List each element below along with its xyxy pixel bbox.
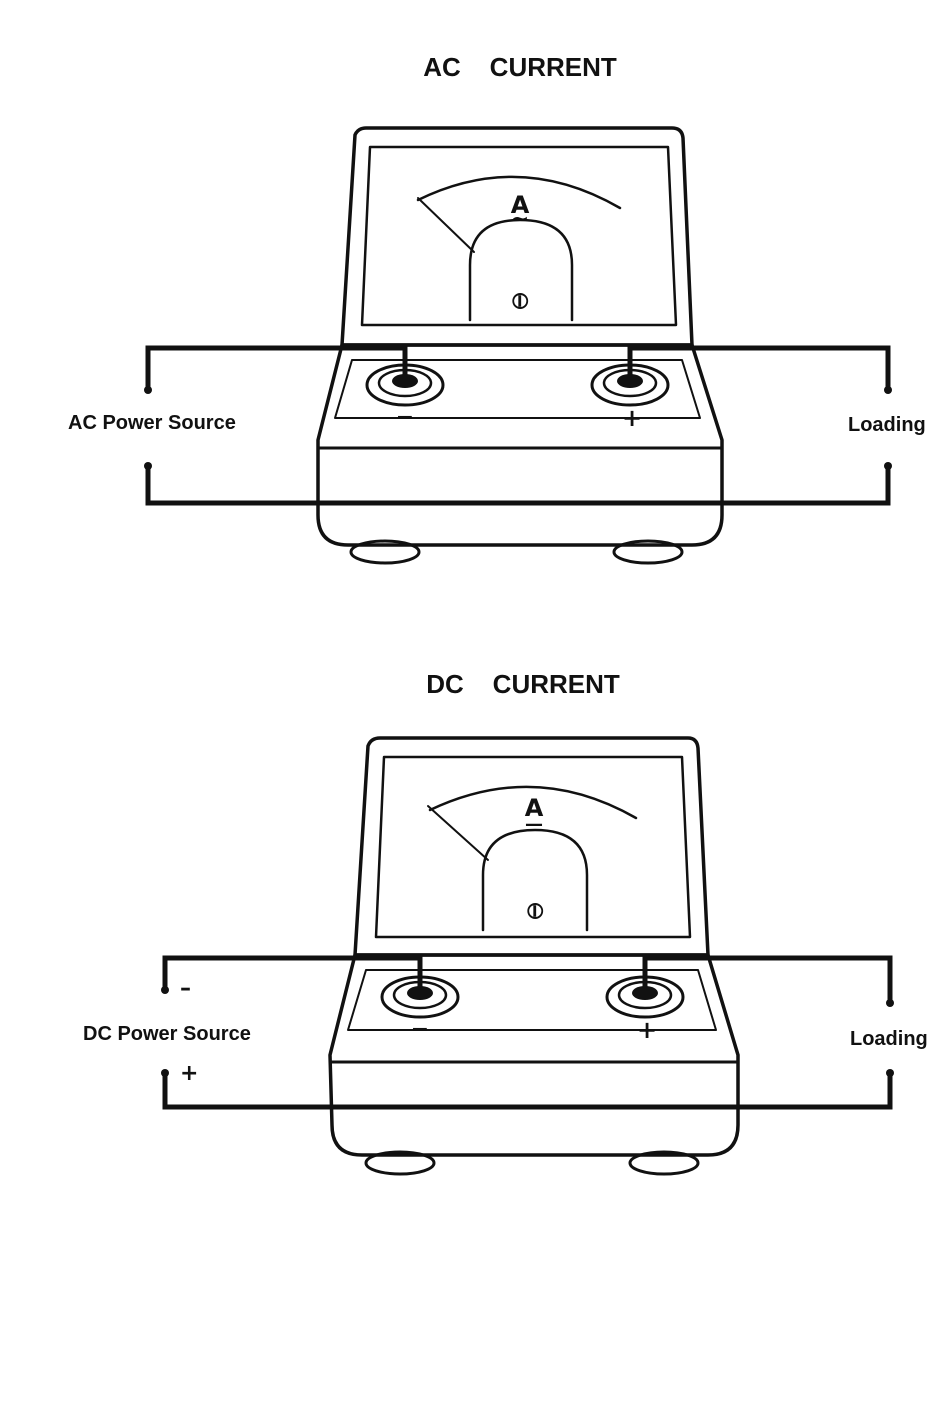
dc-wire-source-top [165, 958, 420, 992]
dc-title: DC CURRENT [426, 669, 620, 699]
dc-source-plus-label: + [180, 1061, 198, 1086]
dc-wire-return [165, 1073, 890, 1107]
ac-section: AC CURRENT A ~ ⦶ [68, 52, 926, 563]
dc-load-node-bottom [886, 1069, 894, 1077]
dc-load-node-top [886, 999, 894, 1007]
ac-load-node-bottom [884, 462, 892, 470]
dc-source-label: DC Power Source [83, 1023, 251, 1045]
dc-load-label: Loading [850, 1028, 928, 1050]
dc-terminal-plus-label: + [637, 1016, 657, 1044]
dc-source-minus-label: – [180, 976, 191, 1001]
dc-section: DC CURRENT A — ⦶ [83, 669, 928, 1174]
ac-wire-return [148, 466, 888, 503]
ac-source-node-bottom [144, 462, 152, 470]
ac-zero-adjust-icon[interactable]: ⦶ [511, 289, 528, 314]
ac-terminal-plus-label: + [622, 404, 642, 432]
ac-load-label: Loading [848, 414, 926, 436]
ac-load-node-top [884, 386, 892, 394]
dc-source-node-top [161, 986, 169, 994]
ac-needle [418, 198, 474, 252]
ac-terminal-minus-label: − [396, 405, 414, 430]
ac-terminal-panel [335, 360, 700, 418]
dc-terminal-minus-label: − [411, 1017, 429, 1042]
ac-current-mark: ~ [511, 207, 529, 232]
ac-source-node-top [144, 386, 152, 394]
dc-source-node-bottom [161, 1069, 169, 1077]
dc-zero-adjust-icon[interactable]: ⦶ [526, 899, 543, 924]
dc-needle [428, 806, 488, 860]
dc-current-mark: — [525, 814, 543, 835]
ac-title: AC CURRENT [423, 52, 617, 82]
ac-source-label: AC Power Source [68, 412, 236, 434]
